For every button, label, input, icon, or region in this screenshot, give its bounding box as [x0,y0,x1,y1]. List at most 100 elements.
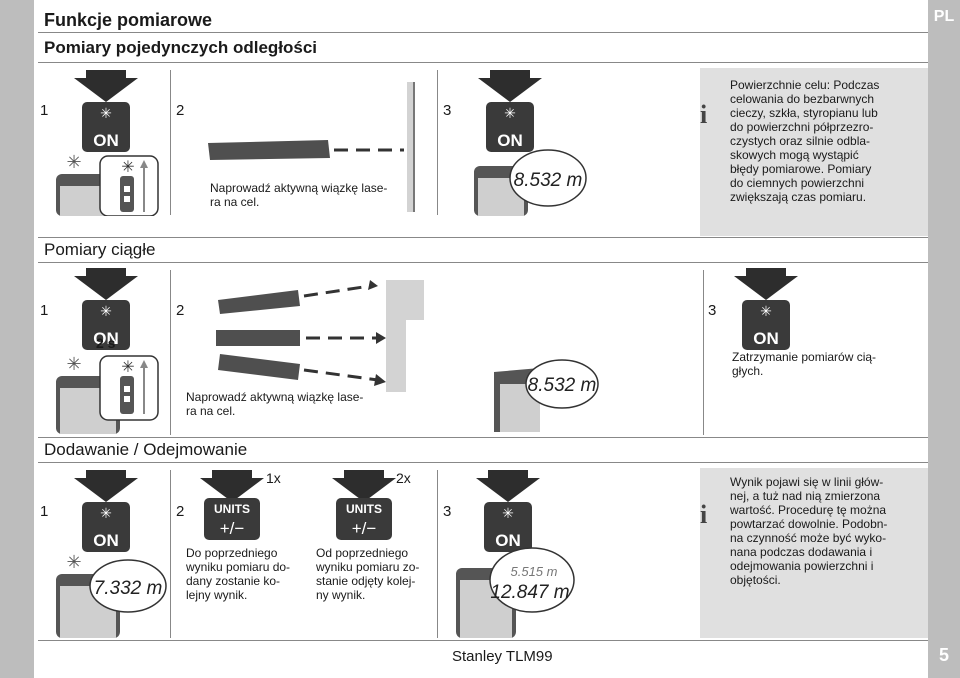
addsub-heading: Dodawanie / Odejmowanie [44,440,248,459]
svg-text:ON: ON [93,329,119,348]
device-on-illustration: ✳ ON ✳ 7.332 m [56,470,167,638]
single-divider [38,62,928,63]
laser-aim-illustration [208,82,415,212]
add-line: lejny wynik. [186,588,248,602]
left-margin-bar [0,0,34,678]
svg-text:8.532 m: 8.532 m [528,375,597,396]
svg-text:12.847 m: 12.847 m [490,582,569,603]
info-line: Wynik pojawi się w linii głów- [730,475,884,489]
info-line: nana podczas dodawania i [730,545,873,559]
hold-duration: 2 s [96,335,116,351]
svg-text:8.532 m: 8.532 m [514,170,583,191]
device-on-illustration: ✳ ON 5.515 m 12.847 m [456,470,575,638]
column-divider [170,70,171,215]
single-heading: Pomiary pojedynczych odległości [44,38,318,57]
info-icon: i [700,100,708,129]
sub-line: ny wynik. [316,588,366,602]
svg-text:UNITS: UNITS [214,502,250,516]
info-line: zwiększają czas pomiaru. [730,190,867,204]
svg-text:UNITS: UNITS [346,502,382,516]
page-number: 5 [938,645,949,665]
continuous-step-2: 2 [176,302,185,319]
info-line: cieczy, szkła, styropianu lub [730,106,878,120]
single-info-text: Powierzchnie celu: Podczas celowania do … [730,78,926,204]
add-line: Do poprzedniego [186,546,278,560]
units-button-illustration: UNITS +/− [332,470,396,540]
section-divider [38,462,928,463]
title-divider [38,32,928,33]
addsub-info-text: Wynik pojawi się w linii głów- nej, a tu… [730,475,926,587]
footer-divider [38,640,928,641]
column-divider [170,270,171,435]
device-on-illustration: ✳ ON ✳ ✳ [56,70,159,216]
svg-text:ON: ON [497,131,523,150]
device-on-illustration: ✳ ON ✳ ✳ [56,268,159,434]
column-divider [437,470,438,638]
info-line: wartość. Procedurę tę można [730,503,887,517]
info-line: błędy pomiarowe. Pomiary [730,162,872,176]
right-margin-bar [928,0,960,678]
language-tab: PL [933,8,955,25]
device-on-illustration: ✳ ON 8.532 m [474,70,587,216]
device-on-illustration: ✳ ON [734,268,798,350]
column-divider [703,270,704,435]
units-button-illustration: UNITS +/− [200,470,264,540]
continuous-heading: Pomiary ciągłe [44,240,156,259]
svg-text:✳: ✳ [121,359,134,376]
svg-text:✳: ✳ [66,152,81,172]
info-icon: i [700,500,708,529]
svg-text:ON: ON [93,531,119,550]
svg-text:5.515 m: 5.515 m [511,564,558,579]
add-line: wyniku pomiaru do- [186,560,291,574]
svg-text:✳: ✳ [66,354,81,374]
svg-text:✳: ✳ [100,303,112,319]
svg-text:✳: ✳ [760,303,772,319]
column-divider [437,70,438,215]
info-line: Powierzchnie celu: Podczas [730,78,880,92]
info-line: nej, a tuż nad nią zmierzona [730,489,881,503]
info-line: skowych mogą wystąpić [730,148,859,162]
add-text: Do poprzedniego wyniku pomiaru do- dany … [186,546,290,602]
svg-text:✳: ✳ [100,105,112,121]
sub-line: wyniku pomiaru zo- [316,560,420,574]
section-divider [38,237,928,238]
info-line: powtarzać dowolnie. Podobn- [730,517,888,531]
svg-text:ON: ON [93,131,119,150]
stop-text-line1: Zatrzymanie pomiarów cią- [732,350,877,364]
aim-instruction-line2: ra na cel. [210,195,260,209]
info-line: celowania do bezbarwnych [730,92,875,106]
aim-instruction-line1: Naprowadź aktywną wiązkę lase- [210,181,388,195]
info-box [700,68,928,236]
sub-text: Od poprzedniego wyniku pomiaru zo- stani… [316,546,419,602]
press-twice: 2x [396,470,411,486]
section-divider [38,262,928,263]
continuous-laser-illustration [216,280,540,432]
single-step-3: 3 [443,102,452,119]
svg-text:✳: ✳ [100,505,112,521]
continuous-step-1: 1 [40,302,49,319]
info-line: na czynność może być wyko- [730,531,887,545]
svg-text:✳: ✳ [502,505,514,521]
add-line: dany zostanie ko- [186,574,281,588]
single-step-1: 1 [40,102,49,119]
addsub-step-3: 3 [443,503,452,520]
addsub-step-2: 2 [176,503,185,520]
page-title: Funkcje pomiarowe [44,10,213,30]
svg-text:ON: ON [753,329,779,348]
svg-text:ON: ON [495,531,521,550]
info-line: objętości. [730,573,781,587]
svg-text:+/−: +/− [352,519,377,538]
info-line: do powierzchni półprzezro- [730,120,874,134]
svg-text:✳: ✳ [66,552,81,572]
section-divider [38,437,928,438]
single-step-2: 2 [176,102,185,119]
info-line: do ciemnych powierzchni [730,176,865,190]
addsub-step-1: 1 [40,503,49,520]
sub-line: Od poprzedniego [316,546,409,560]
info-line: czystych oraz silnie odbla- [730,134,871,148]
aim-instruction-line2: ra na cel. [186,404,236,418]
footer-product: Stanley TLM99 [452,648,553,665]
info-line: odejmowania powierzchni i [730,559,874,573]
svg-text:7.332 m: 7.332 m [94,578,163,599]
svg-text:+/−: +/− [220,519,245,538]
